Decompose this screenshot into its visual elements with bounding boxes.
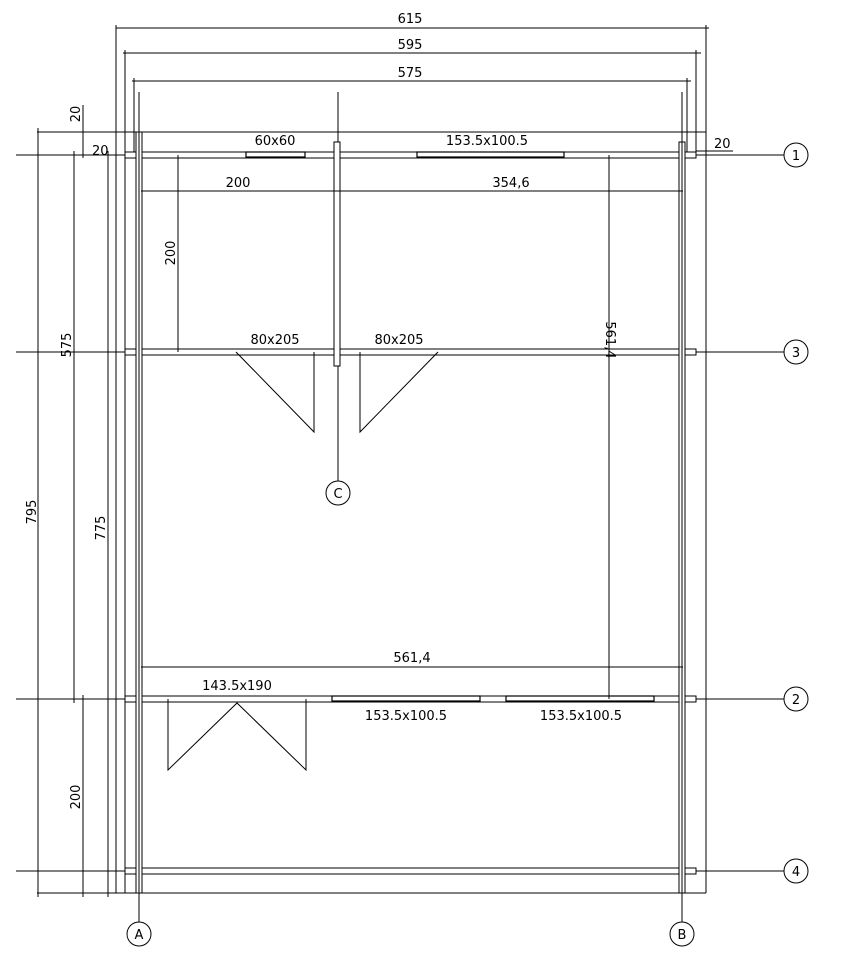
dim-575-left: 575 bbox=[60, 151, 120, 703]
dim-615: 615 bbox=[115, 12, 709, 893]
window-bottom-2: 153.5x100.5 bbox=[505, 695, 655, 724]
svg-text:795: 795 bbox=[25, 500, 40, 525]
svg-text:200: 200 bbox=[226, 176, 251, 191]
svg-text:C: C bbox=[333, 487, 342, 502]
dim-561-4-v: 561,4 bbox=[602, 155, 617, 699]
grid-bubble-2: 2 bbox=[783, 686, 809, 712]
grid-bubble-B: B bbox=[669, 921, 695, 947]
walls bbox=[124, 131, 697, 894]
dim-200-h: 200 bbox=[141, 176, 338, 192]
grid-bubble-1: 1 bbox=[783, 142, 809, 168]
svg-text:20: 20 bbox=[69, 106, 84, 123]
dim-20-right: 20 bbox=[696, 137, 733, 152]
grid-bubble-A: A bbox=[126, 921, 152, 947]
door-right: 80x205 bbox=[359, 333, 439, 434]
svg-text:561,4: 561,4 bbox=[393, 651, 430, 666]
dim-label: 595 bbox=[398, 38, 423, 53]
dim-354-6: 354,6 bbox=[338, 176, 683, 192]
svg-text:143.5x190: 143.5x190 bbox=[202, 679, 272, 694]
svg-text:200: 200 bbox=[164, 241, 179, 266]
svg-text:3: 3 bbox=[792, 346, 800, 361]
svg-text:2: 2 bbox=[792, 693, 800, 708]
dim-20-side: 20 bbox=[92, 144, 109, 159]
svg-text:575: 575 bbox=[60, 333, 75, 358]
dim-label: 615 bbox=[398, 12, 423, 27]
svg-text:B: B bbox=[678, 928, 687, 943]
svg-text:A: A bbox=[135, 928, 144, 943]
window-bottom-1: 153.5x100.5 bbox=[331, 695, 481, 724]
grid-bubble-3: 3 bbox=[783, 339, 809, 365]
svg-text:20: 20 bbox=[714, 137, 731, 152]
svg-text:200: 200 bbox=[69, 785, 84, 810]
dim-575: 575 bbox=[132, 66, 691, 158]
svg-text:4: 4 bbox=[792, 865, 800, 880]
grid-bubble-C: C bbox=[325, 480, 351, 506]
grid-bubble-4: 4 bbox=[783, 858, 809, 884]
window-top-large: 153.5x100.5 bbox=[416, 134, 565, 158]
dim-561-4-h: 561,4 bbox=[141, 651, 683, 668]
dim-20-top: 20 bbox=[69, 105, 84, 158]
svg-text:1: 1 bbox=[792, 149, 800, 164]
svg-text:80x205: 80x205 bbox=[250, 333, 299, 348]
dim-775: 775 bbox=[94, 151, 109, 897]
svg-text:153.5x100.5: 153.5x100.5 bbox=[446, 134, 528, 149]
double-door: 143.5x190 bbox=[167, 679, 307, 772]
dim-label: 575 bbox=[398, 66, 423, 81]
svg-text:80x205: 80x205 bbox=[374, 333, 423, 348]
window-top-small: 60x60 bbox=[245, 134, 306, 158]
dim-200-left: 200 bbox=[69, 695, 125, 897]
dim-595: 595 bbox=[123, 38, 701, 893]
svg-text:775: 775 bbox=[94, 516, 109, 541]
dim-200-v: 200 bbox=[164, 155, 179, 352]
svg-text:153.5x100.5: 153.5x100.5 bbox=[365, 709, 447, 724]
svg-text:561,4: 561,4 bbox=[602, 321, 617, 358]
door-left: 80x205 bbox=[235, 333, 315, 434]
svg-text:153.5x100.5: 153.5x100.5 bbox=[540, 709, 622, 724]
svg-text:354,6: 354,6 bbox=[492, 176, 529, 191]
grid-lines bbox=[16, 92, 784, 922]
svg-text:60x60: 60x60 bbox=[255, 134, 296, 149]
dim-795: 795 bbox=[25, 128, 40, 897]
